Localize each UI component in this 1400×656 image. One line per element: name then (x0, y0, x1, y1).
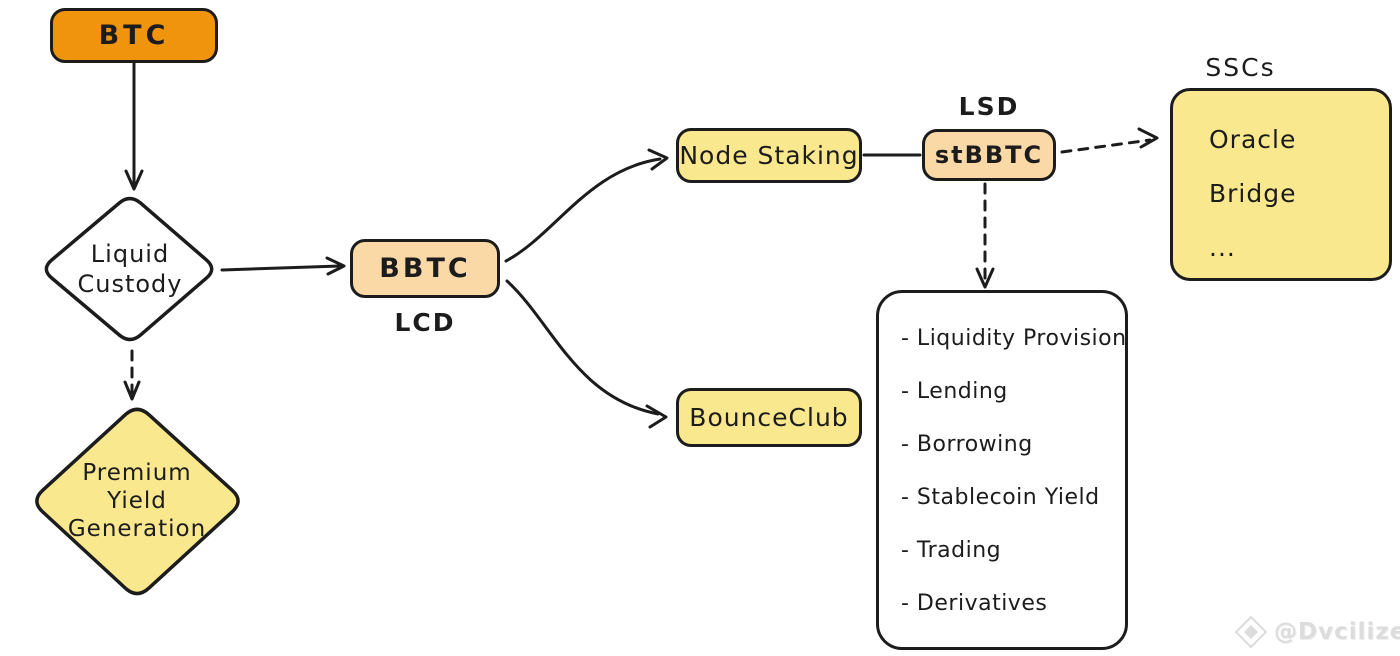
node-btc: BTC (50, 8, 218, 63)
node-stbbtc: stBBTC (922, 129, 1056, 181)
node-bbtc: BBTC (350, 239, 500, 298)
arrowhead-stbbtc-to-defi (975, 267, 995, 289)
arrowhead-bbtc-to-node-staking (647, 148, 669, 171)
liquid-custody-line-2: Custody (77, 270, 183, 298)
arrow-bbtc-to-bounceclub (505, 279, 660, 416)
arrowhead-liquid-custody-to-premium-yield (123, 380, 141, 401)
sscs-item-ellipsis: ... (1209, 233, 1236, 262)
arrowhead-liquid-custody-to-bbtc (325, 256, 346, 276)
arrowhead-btc-to-liquid-custody (124, 169, 144, 191)
node-liquid-custody-label: Liquid Custody (40, 239, 220, 299)
arrow-bbtc-to-node-staking (504, 157, 662, 263)
bnb-diamond-icon (1235, 616, 1267, 648)
watermark-text: @Dvcilizer (1274, 619, 1400, 645)
node-sscs: Oracle Bridge ... (1170, 88, 1392, 281)
label-lsd: LSD (958, 92, 1020, 121)
liquid-custody-diamond (44, 196, 214, 342)
node-defi-list: - Liquidity Provision - Lending - Borrow… (876, 290, 1128, 650)
watermark: @Dvcilizer (1234, 615, 1400, 649)
sscs-item-bridge: Bridge (1209, 179, 1297, 208)
liquid-custody-line-1: Liquid (90, 240, 170, 268)
premium-yield-line-2: Yield (107, 488, 167, 514)
arrow-liquid-custody-to-bbtc (220, 264, 342, 272)
defi-item-borrowing: - Borrowing (901, 432, 1033, 457)
premium-yield-line-3: Generation (67, 516, 207, 542)
defi-item-liquidity-provision: - Liquidity Provision (901, 326, 1127, 351)
label-lcd: LCD (394, 308, 456, 337)
node-btc-label: BTC (98, 20, 170, 51)
arrowhead-stbbtc-to-sscs (1137, 127, 1159, 149)
node-node-staking: Node Staking (676, 128, 862, 183)
defi-item-derivatives: - Derivatives (901, 591, 1048, 616)
arrow-stbbtc-to-sscs (1060, 138, 1152, 154)
node-bounceclub: BounceClub (676, 388, 862, 447)
node-node-staking-label: Node Staking (679, 141, 859, 170)
premium-yield-diamond (35, 407, 240, 596)
arrowhead-bbtc-to-bounceclub (645, 404, 668, 429)
node-stbbtc-label: stBBTC (934, 141, 1044, 169)
sscs-item-oracle: Oracle (1209, 125, 1297, 154)
defi-item-trading: - Trading (901, 538, 1002, 563)
defi-item-lending: - Lending (901, 379, 1008, 404)
node-bounceclub-label: BounceClub (689, 403, 849, 432)
node-premium-yield-label: Premium Yield Generation (37, 459, 237, 543)
label-sscs: SSCs (1205, 53, 1276, 82)
node-bbtc-label: BBTC (379, 253, 471, 284)
premium-yield-line-1: Premium (82, 460, 192, 486)
defi-item-stablecoin-yield: - Stablecoin Yield (901, 485, 1100, 510)
